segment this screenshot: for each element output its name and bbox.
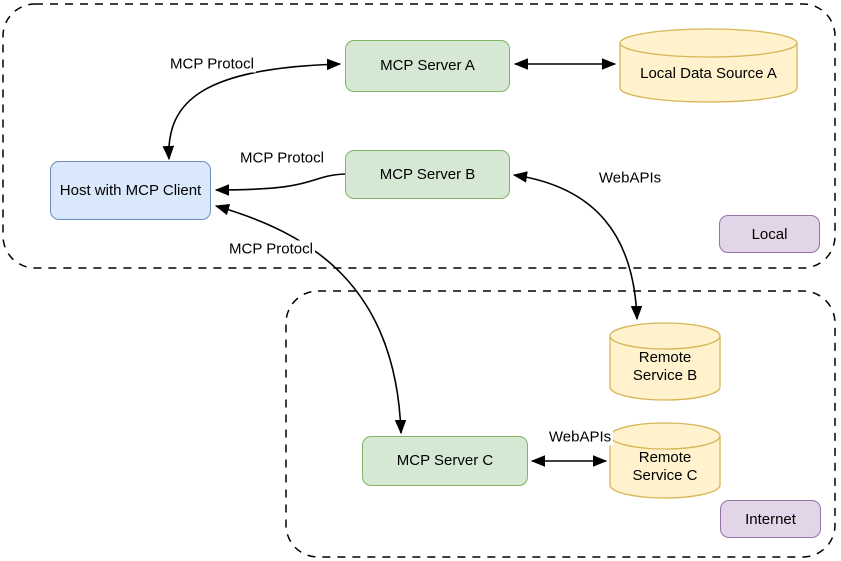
local-zone-boundary <box>2 3 836 269</box>
arrow-host-server-a <box>162 58 342 161</box>
arrow-server-b-remote-service-b <box>512 171 643 321</box>
edge-label-webapis-server-c: WebAPIs <box>546 428 614 446</box>
host-with-mcp-client-node: Host with MCP Client <box>50 161 211 220</box>
mcp-server-a-node: MCP Server A <box>345 40 510 92</box>
local-data-source-a-cylinder <box>619 28 798 103</box>
mcp-server-b-node: MCP Server B <box>345 150 510 199</box>
mcp-server-b-label: MCP Server B <box>379 165 476 183</box>
edge-label-mcp-protocol-server-b-host: MCP Protocl <box>238 149 326 167</box>
mcp-server-c-label: MCP Server C <box>396 452 494 469</box>
arrow-host-server-c <box>214 204 407 435</box>
mcp-server-c-node: MCP Server C <box>362 436 528 486</box>
host-with-mcp-client-label: Host with MCP Client <box>59 181 202 199</box>
internet-zone-badge: Internet <box>720 500 821 538</box>
arrow-server-b-host <box>214 173 346 196</box>
edge-label-webapis-server-b: WebAPIs <box>596 169 664 187</box>
local-zone-badge: Local <box>719 215 820 253</box>
edge-label-mcp-protocol-host-server-c: MCP Protocl <box>227 240 315 258</box>
edge-label-mcp-protocol-host-server-a: MCP Protocl <box>168 55 256 73</box>
remote-service-c-cylinder <box>609 422 721 499</box>
remote-service-b-cylinder <box>609 322 721 401</box>
remote-service-b-label: Remote Service B <box>632 349 698 384</box>
mcp-server-a-label: MCP Server A <box>380 57 475 74</box>
remote-service-c-label: Remote Service C <box>632 449 698 484</box>
local-data-source-a-label: Local Data Source A <box>640 65 777 82</box>
